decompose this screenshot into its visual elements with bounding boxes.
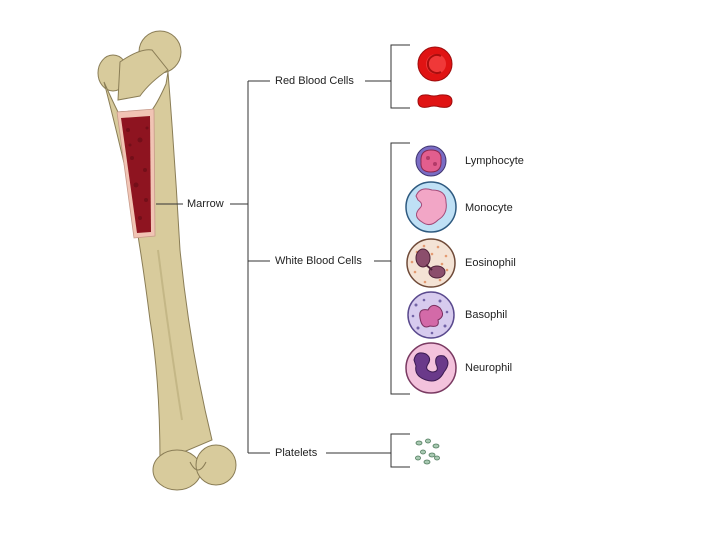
red-blood-cells-label: Red Blood Cells [275, 75, 354, 87]
platelets-icon [415, 438, 440, 465]
platelets-label: Platelets [275, 447, 318, 459]
marrow-cavity [116, 108, 156, 239]
bracket-wbc [390, 142, 410, 395]
neurophil-label: Neurophil [465, 362, 513, 374]
connector-lines [156, 44, 410, 468]
red-blood-cell-side-icon [417, 94, 453, 108]
marrow-texture [126, 126, 149, 220]
lymphocyte-icon [415, 145, 447, 177]
femur-bone-icon [97, 30, 237, 491]
monocyte-label: Monocyte [465, 202, 513, 214]
neutrophil-icon [405, 342, 457, 394]
basophil-icon [407, 291, 455, 339]
condyle-left [152, 449, 202, 491]
condyle-notch [189, 461, 207, 471]
bracket-platelets [390, 433, 410, 468]
lymphocyte-label: Lymphocyte [465, 155, 524, 167]
eosinophil-label: Eosinophil [465, 257, 516, 269]
red-blood-cell-front-icon [417, 46, 453, 82]
bone-shading [157, 249, 183, 421]
bracket-rbc [390, 44, 410, 109]
basophil-label: Basophil [465, 309, 508, 321]
eosinophil-icon [406, 238, 456, 288]
femoral-neck [117, 49, 169, 101]
marrow-core [121, 116, 151, 233]
condyle-right [195, 444, 237, 486]
monocyte-icon [405, 181, 457, 233]
marrow-label: Marrow [187, 198, 224, 210]
white-blood-cells-label: White Blood Cells [275, 255, 362, 267]
